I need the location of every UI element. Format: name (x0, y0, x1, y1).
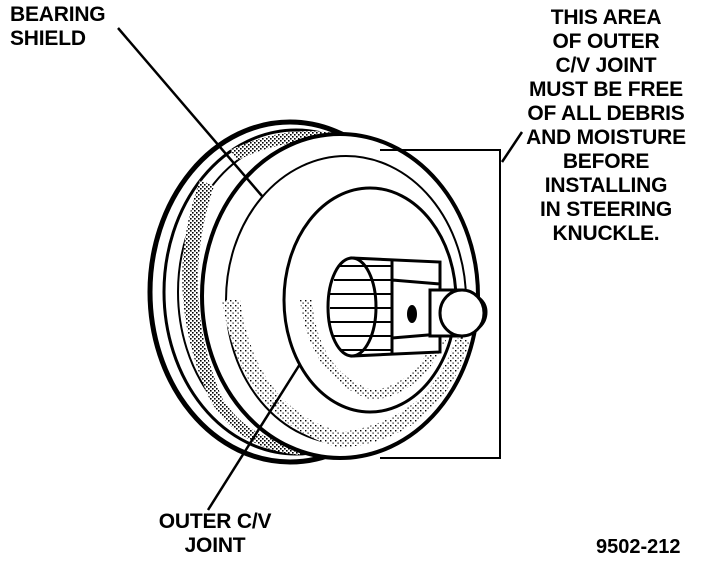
bearing-shield-label-line: SHIELD (10, 27, 86, 50)
note-line: KNUCKLE. (552, 222, 660, 245)
cleanliness-note: THIS AREA OF OUTER C/V JOINT MUST BE FRE… (508, 6, 704, 246)
outer-cv-joint-label-line: OUTER C/V (158, 510, 272, 533)
bearing-shield-label-line: BEARING (10, 3, 106, 26)
note-line: INSTALLING (544, 174, 668, 197)
outer-cv-joint-leader (206, 363, 302, 511)
note-line: OF ALL DEBRIS (527, 102, 685, 125)
clean-area-bracket (380, 149, 501, 459)
note-line: C/V JOINT (555, 54, 657, 77)
outer-cv-joint-label-line: JOINT (184, 534, 246, 557)
note-line: IN STEERING (540, 198, 672, 221)
note-line: THIS AREA (550, 6, 662, 29)
note-line: OF OUTER (552, 30, 660, 53)
note-leader (500, 131, 524, 163)
bearing-shield-leader (117, 27, 263, 197)
note-line: BEFORE (562, 150, 650, 173)
bearing-shield-label: BEARING SHIELD (10, 3, 106, 51)
note-line: AND MOISTURE (526, 126, 686, 149)
note-line: MUST BE FREE (529, 78, 683, 101)
stub-shaft (326, 256, 488, 358)
outer-cv-joint-label: OUTER C/V JOINT (145, 510, 285, 558)
leader-lines (117, 27, 524, 511)
figure-id: 9502-212 (596, 536, 681, 558)
